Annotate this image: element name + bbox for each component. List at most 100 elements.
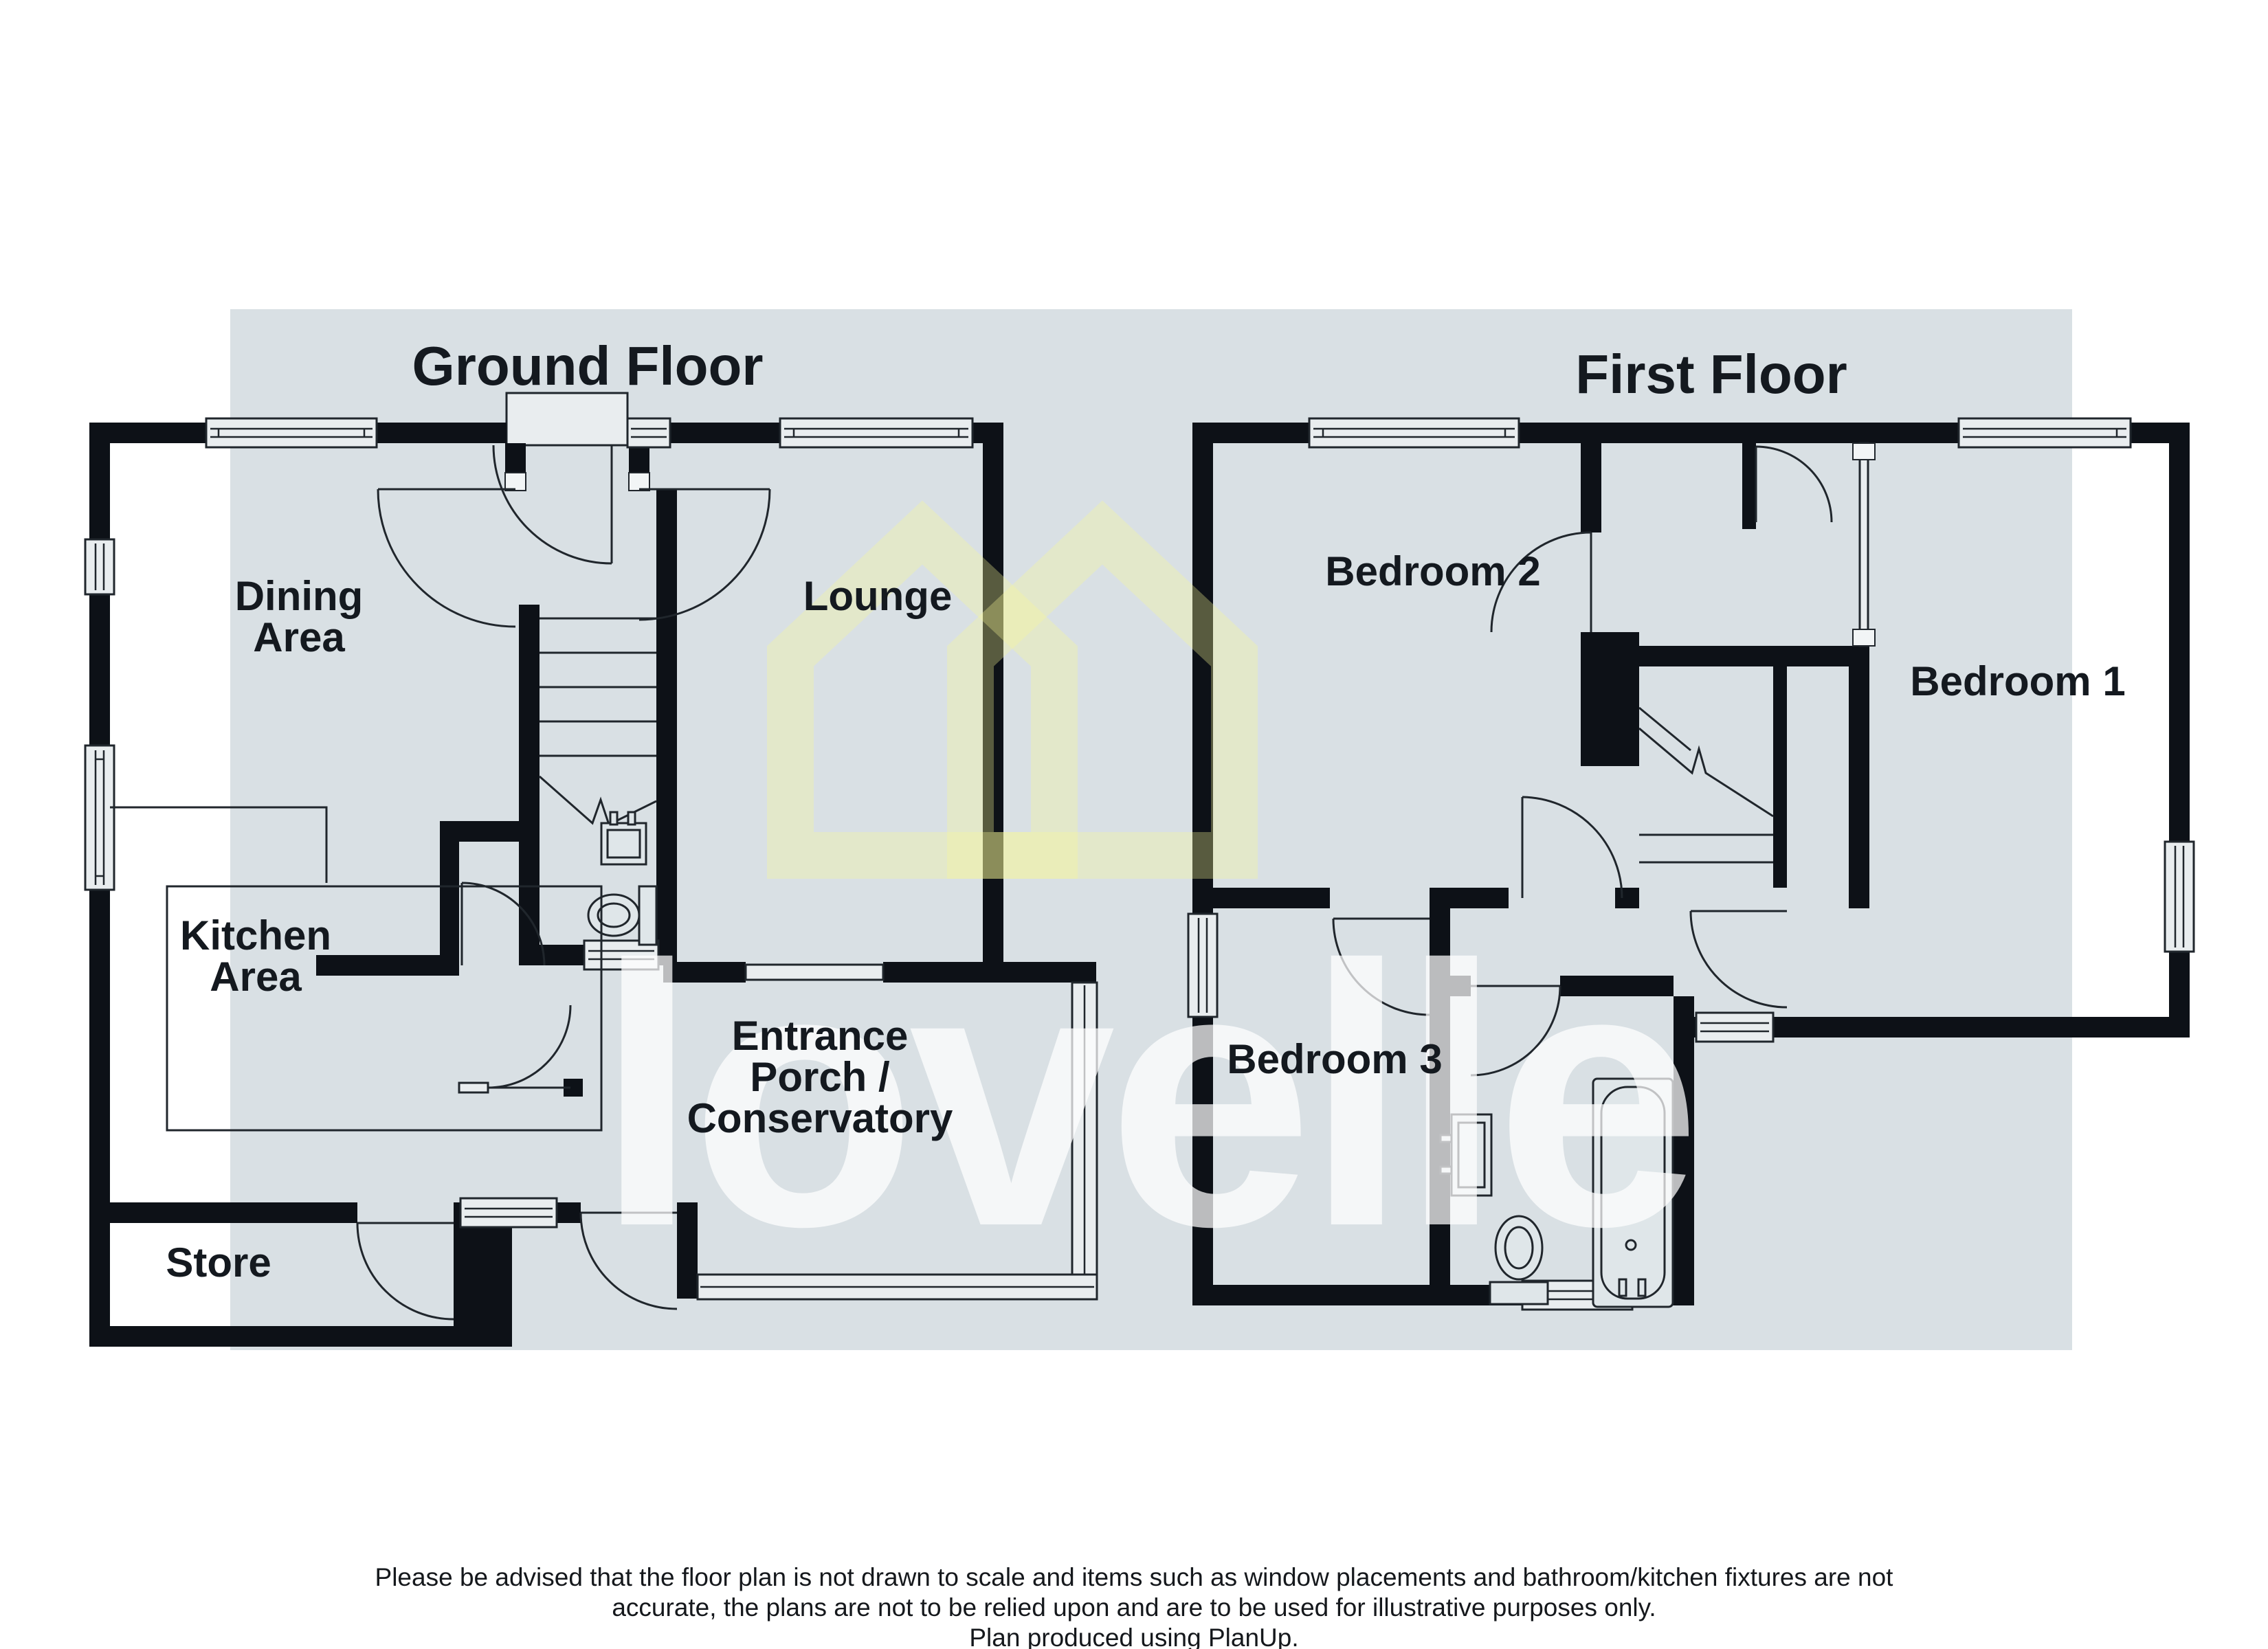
door-swing (579, 1211, 678, 1310)
wall-segment (1213, 888, 1330, 908)
sink-icon (1439, 1113, 1493, 1197)
wall-segment (1849, 646, 1869, 908)
door-swing (1689, 910, 1788, 1009)
dining-area-label: Dining (235, 573, 364, 619)
bedroom1-label: Bedroom 1 (1910, 658, 2125, 704)
window (779, 417, 974, 449)
door-swing (638, 488, 771, 621)
wall-segment (1519, 423, 1959, 443)
window (1695, 1011, 1775, 1043)
glazed-wall (696, 981, 1098, 1301)
disclaimer-line: Please be advised that the floor plan is… (375, 1563, 1894, 1591)
window (1187, 912, 1219, 1018)
glazed-partition (458, 1081, 489, 1094)
room-labels: Dining Area Lounge Kitchen Area Entrance… (166, 548, 2125, 1286)
kitchen-area-label: Kitchen (180, 912, 331, 958)
wall-segment (658, 945, 677, 965)
window (84, 744, 115, 891)
store-label: Store (166, 1239, 271, 1286)
first-floor-plan (1187, 417, 2195, 1311)
door-jamb (1852, 629, 1876, 647)
wall-segment (1192, 1285, 1522, 1305)
window (459, 1197, 558, 1229)
wall-segment (89, 423, 110, 539)
wall-segment (1639, 646, 1859, 666)
staircase (1638, 706, 1774, 864)
door-swing (1521, 796, 1623, 899)
wall-segment (670, 423, 780, 443)
wall-segment (1430, 908, 1450, 1305)
wall-segment (1615, 888, 1639, 908)
disclaimer-line: Plan produced using PlanUp. (969, 1624, 1298, 1649)
bedroom2-label: Bedroom 2 (1325, 548, 1540, 594)
watermark-text: lovelle (596, 889, 1693, 1303)
wall-segment (1773, 1017, 2190, 1037)
house-gables-logo (767, 500, 1078, 879)
wall-segment (557, 1202, 581, 1223)
window (84, 538, 115, 596)
ground-floor-plan (84, 392, 1098, 1347)
disclaimer: Please be advised that the floor plan is… (375, 1563, 1894, 1649)
window (1308, 417, 1520, 449)
glazed-partition (1858, 442, 1869, 647)
door-swing (1470, 985, 1561, 1077)
wall-segment (1450, 976, 1471, 996)
wall-segment (1192, 423, 1213, 914)
window (626, 417, 671, 449)
door-swing (492, 445, 613, 565)
wall-segment (983, 423, 1003, 983)
staircase (539, 617, 657, 827)
entrance-recess (505, 392, 629, 447)
wall-segment (89, 594, 110, 745)
porch-label: Conservatory (687, 1095, 953, 1141)
porch-label: Porch / (750, 1054, 890, 1100)
house-gables-logo (947, 500, 1258, 879)
dining-area-label: Area (253, 614, 345, 660)
wall-segment (1430, 888, 1509, 908)
porch-label: Entrance (732, 1013, 909, 1059)
wall-segment (1581, 443, 1601, 532)
bedroom3-label: Bedroom 3 (1227, 1036, 1442, 1082)
disclaimer-line: accurate, the plans are not to be relied… (612, 1593, 1656, 1622)
window (2164, 840, 2195, 953)
floor-titles: Ground Floor First Floor (412, 335, 1847, 405)
door-jamb (1852, 442, 1876, 460)
wall-segment (1581, 632, 1639, 766)
toilet-icon (1489, 1215, 1549, 1305)
wall-segment (2169, 423, 2190, 842)
sink-icon (600, 811, 647, 866)
door-swing (1490, 531, 1592, 633)
door-swing (460, 882, 546, 966)
door-swing (356, 1222, 454, 1321)
wall-segment (519, 945, 584, 965)
window (1957, 417, 2132, 449)
wall-segment (89, 890, 110, 1347)
wall-segment (519, 605, 540, 965)
wall-segment (377, 423, 507, 443)
window (205, 417, 378, 449)
wall-segment (677, 1202, 698, 1299)
kitchen-area-label: Area (210, 954, 302, 1000)
watermark-logo (767, 500, 1258, 879)
door-jamb (504, 472, 526, 491)
door-swing (377, 488, 516, 628)
wall-segment (1560, 976, 1674, 996)
patio-door-opening (744, 963, 885, 981)
first-floor-title: First Floor (1575, 344, 1847, 405)
wall-segment (454, 1202, 460, 1223)
wall-segment (1742, 443, 1756, 529)
kitchen-counter (110, 806, 603, 1132)
door-swing (487, 1005, 572, 1089)
wall-segment (89, 1202, 357, 1223)
door-swing (1755, 445, 1833, 523)
wall-segment (1674, 996, 1694, 1285)
wall-segment (883, 962, 1096, 983)
door-swing (1332, 917, 1430, 1016)
wall-segment (1773, 666, 1787, 888)
wall-segment (656, 489, 677, 965)
wall-segment (316, 955, 459, 976)
wall-segment (440, 821, 459, 976)
wall-segment (1192, 1017, 1213, 1305)
